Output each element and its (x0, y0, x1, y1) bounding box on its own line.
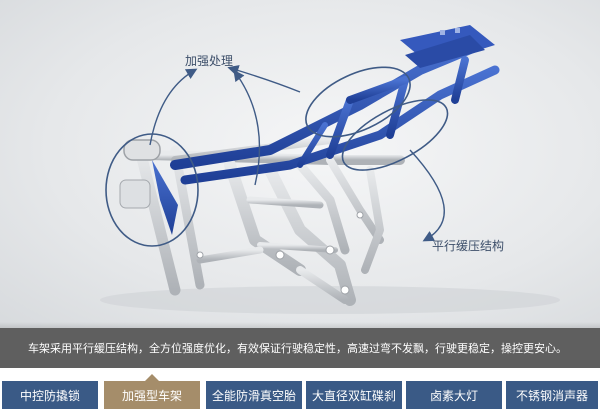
caption-bar: 车架采用平行缓压结构，全方位强度优化，有效保证行驶稳定性，高速过弯不发飘，行驶更… (0, 322, 600, 368)
feature-tabs: 中控防撬锁 加强型车架 全能防滑真空胎 大直径双缸碟刹 卤素大灯 不锈钢消声器 (0, 368, 600, 415)
motorcycle-frame-illustration (100, 25, 560, 314)
tab-reinforced-frame[interactable]: 加强型车架 (104, 374, 200, 409)
steering-head (119, 139, 178, 235)
tab-center-lock[interactable]: 中控防撬锁 (2, 381, 98, 409)
caption-text: 车架采用平行缓压结构，全方位强度优化，有效保证行驶稳定性，高速过弯不发飘，行驶更… (28, 342, 567, 355)
tab-label: 大直径双缸碟刹 (311, 388, 396, 403)
callout-circle-upper (305, 66, 411, 138)
tab-label: 卤素大灯 (429, 388, 478, 403)
tab-label: 中控防撬锁 (19, 388, 80, 403)
callout-arrows (149, 65, 445, 242)
tab-label: 不锈钢消声器 (515, 388, 588, 403)
tab-disc-brake[interactable]: 大直径双缸碟刹 (306, 381, 402, 409)
callout-label-parallel-buffer: 平行缓压结构 (432, 239, 505, 253)
tab-muffler[interactable]: 不锈钢消声器 (506, 381, 598, 409)
callout-circle-parallel (341, 99, 449, 171)
tab-halogen-headlight[interactable]: 卤素大灯 (406, 381, 502, 409)
tab-label: 全能防滑真空胎 (211, 388, 296, 403)
frame-brackets (196, 211, 364, 295)
ground-shadow (100, 286, 560, 314)
active-tab-pointer (145, 374, 159, 381)
callout-label-reinforcement: 加强处理 (185, 54, 234, 68)
tab-vacuum-tire[interactable]: 全能防滑真空胎 (206, 381, 302, 409)
tab-label: 加强型车架 (121, 388, 182, 403)
seat-plate (400, 25, 495, 68)
product-hero-image: 加强处理 平行缓压结构 (0, 0, 600, 328)
